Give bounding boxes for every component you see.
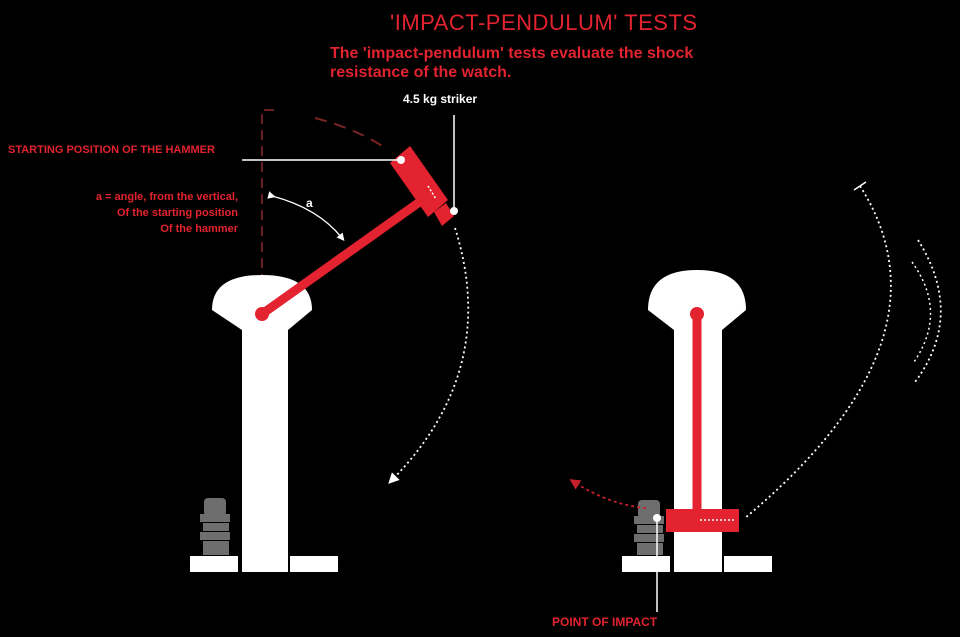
impact-point-marker (653, 514, 661, 522)
hammer-top-marker (397, 156, 405, 164)
motion-line-inner (911, 261, 932, 363)
angle-letter: a (306, 196, 313, 210)
right-base-left (622, 556, 670, 572)
point-of-impact-label: POINT OF IMPACT (552, 615, 658, 629)
left-swing-trajectory (388, 227, 470, 484)
right-apparatus (569, 181, 942, 612)
right-swing-trajectory (744, 185, 892, 519)
starting-arc (314, 117, 389, 151)
starting-position-label: STARTING POSITION OF THE HAMMER (8, 144, 215, 156)
right-pivot (690, 307, 704, 321)
striker-marker (450, 207, 458, 215)
angle-arc (267, 191, 345, 242)
angle-definition-line-2: Of the starting position (117, 207, 238, 219)
angle-definition-line-1: a = angle, from the vertical, (95, 191, 238, 203)
diagram-title: 'IMPACT-PENDULUM' TESTS (390, 10, 698, 35)
diagram-subtitle: The 'impact-pendulum' tests evaluate the… (330, 44, 693, 82)
left-hammer-arm (259, 192, 431, 318)
left-base-left (190, 556, 238, 572)
hammer-dotted-line (427, 185, 437, 200)
right-hammer-head (666, 509, 739, 532)
rebound-arrow (569, 479, 647, 509)
trajectory-end-tick (853, 181, 867, 191)
left-pillar (212, 275, 312, 572)
vertical-reference-line (261, 109, 278, 300)
left-hammer-head (390, 146, 448, 217)
right-watch (634, 500, 664, 555)
left-watch (200, 498, 230, 555)
left-apparatus (190, 109, 470, 572)
left-hammer-striker (434, 203, 454, 226)
left-pivot (255, 307, 269, 321)
right-base-right (724, 556, 772, 572)
subtitle-line-2: resistance of the watch. (330, 64, 512, 81)
motion-line-outer (914, 239, 942, 383)
angle-definition-line-3: Of the hammer (160, 223, 238, 235)
angle-definition: a = angle, from the vertical, Of the sta… (96, 189, 238, 237)
striker-label: 4.5 kg striker (403, 92, 478, 106)
left-base-right (290, 556, 338, 572)
subtitle-line-1: The 'impact-pendulum' tests evaluate the… (330, 45, 694, 62)
